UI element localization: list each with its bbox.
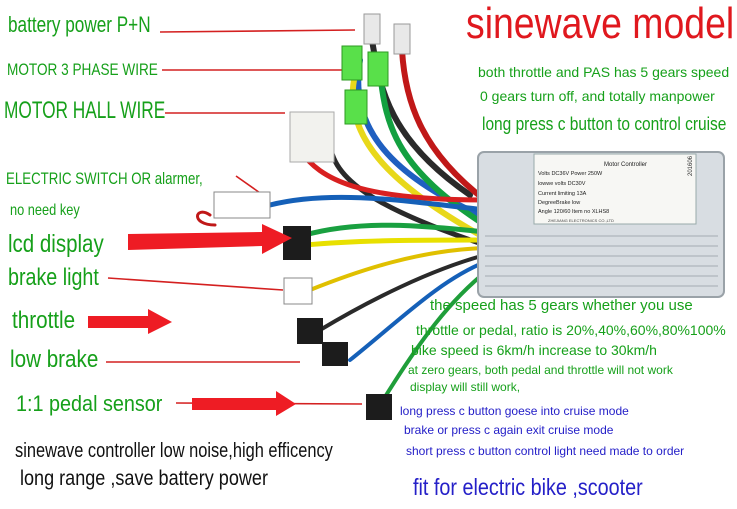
label-pedal-sensor: 1:1 pedal sensor — [16, 391, 163, 416]
red-arrows — [88, 224, 296, 416]
controller-spec-4: DegreeBrake low — [538, 200, 581, 206]
header-note-1: both throttle and PAS has 5 gears speed — [478, 64, 730, 80]
label-throttle: throttle — [12, 307, 76, 334]
arrow-throttle — [88, 309, 172, 334]
label-electric-switch: ELECTRIC SWITCH OR alarmer, — [6, 169, 203, 188]
controller-spec-1: Volts DC36V Power 250W — [538, 171, 603, 177]
speed-note-5: display will still work, — [410, 380, 521, 394]
speed-note-8: short press c button control light need … — [406, 444, 685, 458]
controller-heading: Motor Controller — [604, 162, 648, 168]
speed-note-2: throttle or pedal, ratio is 20%,40%,60%,… — [416, 322, 726, 338]
speed-note-6: long press c button goese into cruise mo… — [400, 404, 629, 418]
label-lcd-display: lcd display — [8, 230, 104, 258]
controller-spec-3: Current limiting 13A — [538, 191, 587, 197]
arrow-lcd-display — [128, 224, 292, 254]
label-brake-light: brake light — [8, 264, 99, 291]
speed-note-7: brake or press c again exit cruise mode — [404, 423, 614, 437]
label-motor-hall-wire: MOTOR HALL WIRE — [4, 97, 166, 124]
arrow-pedal-sensor — [192, 391, 296, 416]
label-no-need-key: no need key — [10, 202, 80, 219]
header-note-3: long press c button to control cruise — [482, 114, 727, 134]
header-note-2: 0 gears turn off, and totally manpower — [480, 88, 715, 104]
controller-spec-2: lowwe volts DC30V — [538, 181, 586, 187]
controller-serial: 201606 — [688, 155, 694, 176]
label-motor-phase-wire: MOTOR 3 PHASE WIRE — [7, 60, 158, 79]
controller-box — [477, 151, 725, 298]
controller-maker: ZHEJIANG ELECTRONICS CO.,LTD — [548, 218, 614, 223]
footer-tagline: fit for electric bike ,scooter — [413, 474, 643, 500]
label-low-brake: low brake — [10, 346, 99, 373]
bottom-note-2: long range ,save battery power — [20, 467, 268, 490]
page-title: sinewave model — [466, 0, 735, 48]
label-battery-power: battery power P+N — [8, 12, 151, 37]
speed-note-3: bike speed is 6km/h increase to 30km/h — [411, 342, 657, 358]
connectors — [213, 13, 411, 420]
bottom-note-1: sinewave controller low noise,high effic… — [15, 440, 333, 462]
speed-note-4: at zero gears, both pedal and throttle w… — [408, 363, 673, 377]
speed-note-1: the speed has 5 gears whether you use — [430, 297, 693, 314]
controller-spec-5: Angle 120/60 Item no XLHS8 — [538, 209, 610, 215]
